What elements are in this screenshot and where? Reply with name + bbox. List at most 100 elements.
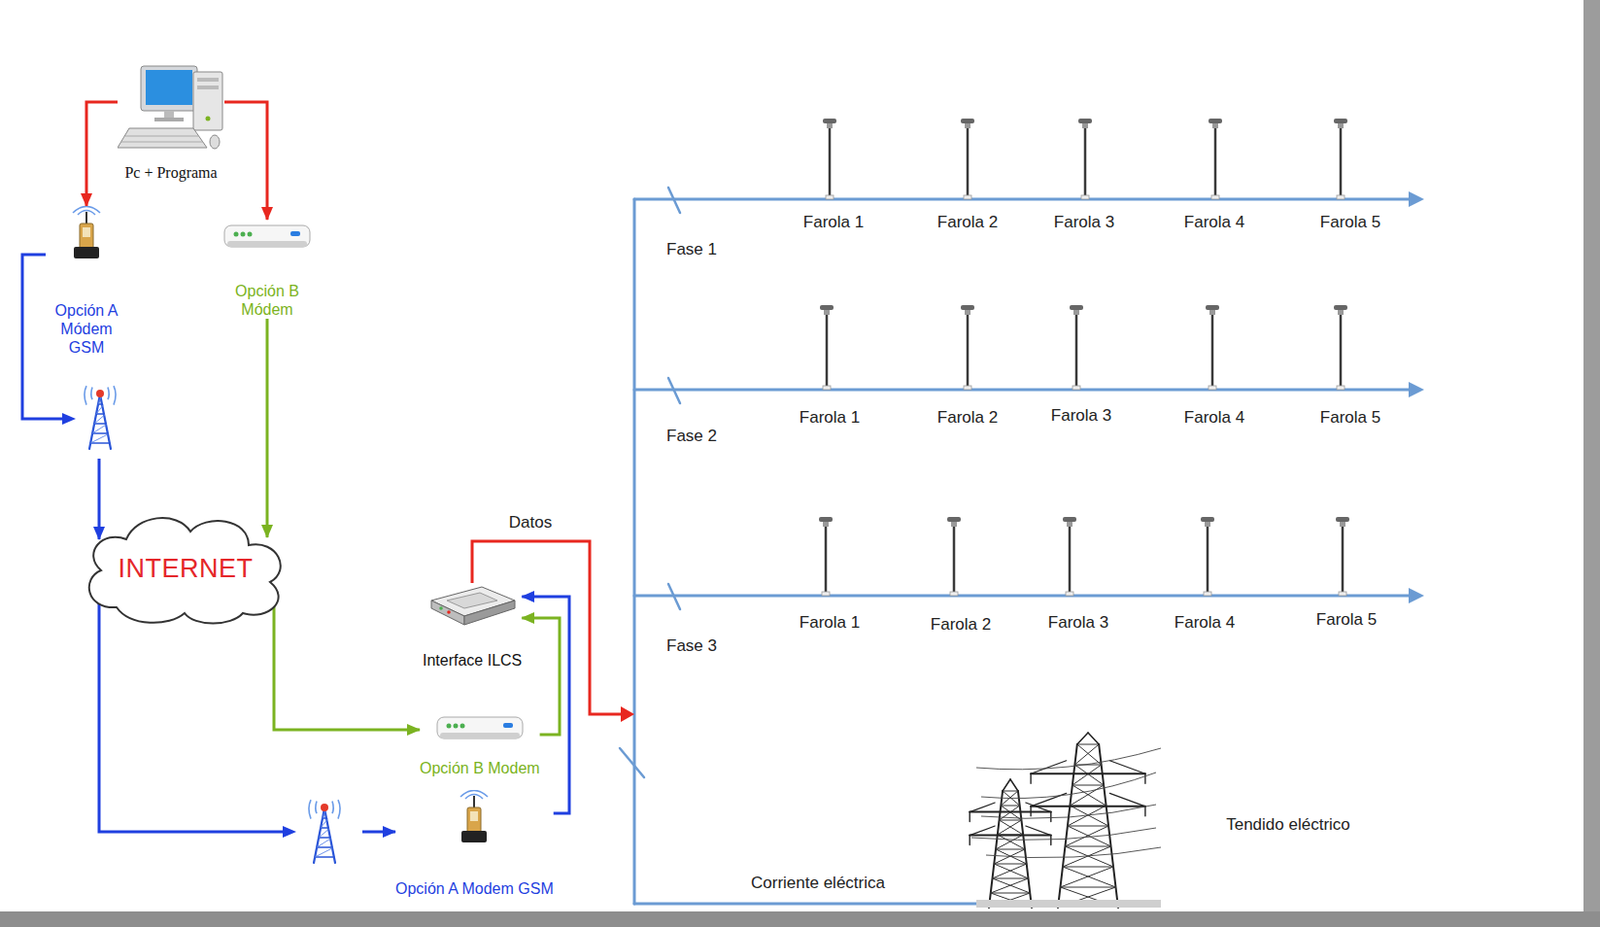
lamp-head xyxy=(1205,305,1220,310)
part-label: Farola 1 xyxy=(799,408,860,428)
lamp-base xyxy=(1211,195,1220,200)
cell-tower xyxy=(94,422,106,424)
part-label: Farola 5 xyxy=(1316,610,1377,630)
pylon xyxy=(993,863,1026,865)
lamp-pole xyxy=(824,522,828,594)
part-label: Farola 1 xyxy=(799,612,860,633)
phase-tick xyxy=(668,187,681,213)
device-node: Opción A Modem GSM xyxy=(395,789,554,898)
lamp-base xyxy=(822,385,831,390)
cloud-node: INTERNET xyxy=(77,510,294,627)
pylon xyxy=(1010,779,1019,791)
lamp-head xyxy=(1082,123,1089,129)
phase-arrowhead xyxy=(1408,587,1425,604)
lamp-base xyxy=(1203,591,1212,596)
device-label: Pc + Programa xyxy=(117,163,225,182)
connector-arrow xyxy=(273,605,420,730)
lamp-base xyxy=(1081,195,1090,200)
lamp-base xyxy=(1065,591,1074,596)
lamp-pole xyxy=(966,310,970,388)
pylon xyxy=(1072,764,1102,785)
lamp-head xyxy=(1073,309,1080,315)
cell-tower xyxy=(320,818,328,828)
iface-icon-part xyxy=(446,610,451,614)
phase-arrowhead xyxy=(1408,191,1425,207)
lamp-head xyxy=(822,118,837,124)
lamp-head xyxy=(951,521,957,527)
pylon-arm xyxy=(1109,792,1146,806)
lamp-head xyxy=(1333,305,1348,310)
pylon xyxy=(1059,886,1116,888)
part-label: Farola 5 xyxy=(1320,408,1381,428)
pylon-arm xyxy=(969,834,1052,837)
lamp-base xyxy=(825,195,834,200)
cell-tower xyxy=(92,424,106,434)
iface-icon xyxy=(425,580,519,628)
pc-icon xyxy=(117,64,225,152)
connector-arrow xyxy=(99,599,396,832)
lamp-pole xyxy=(1211,310,1215,388)
pylon xyxy=(1067,825,1112,847)
lamp-base xyxy=(1072,385,1081,390)
lamp-pole xyxy=(1214,124,1218,198)
part-label: Farola 3 xyxy=(1051,406,1112,426)
iface-icon-part xyxy=(446,592,498,609)
lamp-head xyxy=(826,123,833,129)
lamp-head xyxy=(1066,521,1073,527)
pc-icon-part xyxy=(164,110,174,118)
gsm-icon xyxy=(67,205,106,261)
signal-arc xyxy=(315,800,317,814)
device-label: Opción B Modem xyxy=(419,758,541,778)
pc-icon-part xyxy=(125,136,200,137)
lamp-head xyxy=(1069,305,1084,310)
part-label: Farola 3 xyxy=(1054,212,1115,233)
lamp-pole xyxy=(1075,310,1079,388)
lamp-head xyxy=(1204,521,1211,527)
pc-icon-part xyxy=(140,66,198,111)
pylon-arm xyxy=(1025,802,1052,813)
lamp-pole xyxy=(1339,310,1343,388)
pylon xyxy=(997,819,1022,835)
tower-light xyxy=(96,389,104,398)
pylon-arm xyxy=(969,802,995,813)
pylon xyxy=(1002,790,1019,792)
cell-tower xyxy=(94,414,105,424)
pylon xyxy=(1088,732,1099,745)
lamp-base xyxy=(950,591,958,596)
lamp-head xyxy=(964,309,971,315)
pylon xyxy=(990,878,1029,893)
cell-tower xyxy=(324,808,336,863)
part-label: Farola 2 xyxy=(937,408,998,428)
cell-tower xyxy=(96,412,104,414)
lamp-base xyxy=(963,385,972,390)
device-label: Opción B Módem xyxy=(225,281,309,319)
phase-tick xyxy=(619,748,645,778)
cell-tower xyxy=(90,434,108,443)
lamp-head xyxy=(818,516,833,522)
pylon-arm xyxy=(969,811,1052,814)
device-node: Opción B Módem xyxy=(222,219,312,319)
pylon xyxy=(992,878,1029,880)
pylon xyxy=(1077,744,1102,765)
pylon xyxy=(1072,784,1107,806)
gsm-icon-part xyxy=(470,811,478,821)
pylon xyxy=(1064,846,1111,848)
device-node: Opción B Modem xyxy=(419,711,541,778)
part-label: Farola 4 xyxy=(1184,212,1245,233)
pylon xyxy=(995,834,1023,850)
power-wire xyxy=(986,847,1161,858)
pylon-arm xyxy=(1030,805,1146,808)
pylon xyxy=(1074,764,1104,785)
lamp-head xyxy=(1339,521,1346,527)
cell-tower xyxy=(100,394,111,449)
pylon-arm xyxy=(969,825,995,836)
pc-icon-part xyxy=(197,77,219,82)
lamp-head xyxy=(960,305,975,310)
insulator xyxy=(969,812,971,822)
part-label: Fase 2 xyxy=(666,426,717,446)
cell-tower xyxy=(320,826,329,828)
pc-icon-part xyxy=(145,69,193,105)
